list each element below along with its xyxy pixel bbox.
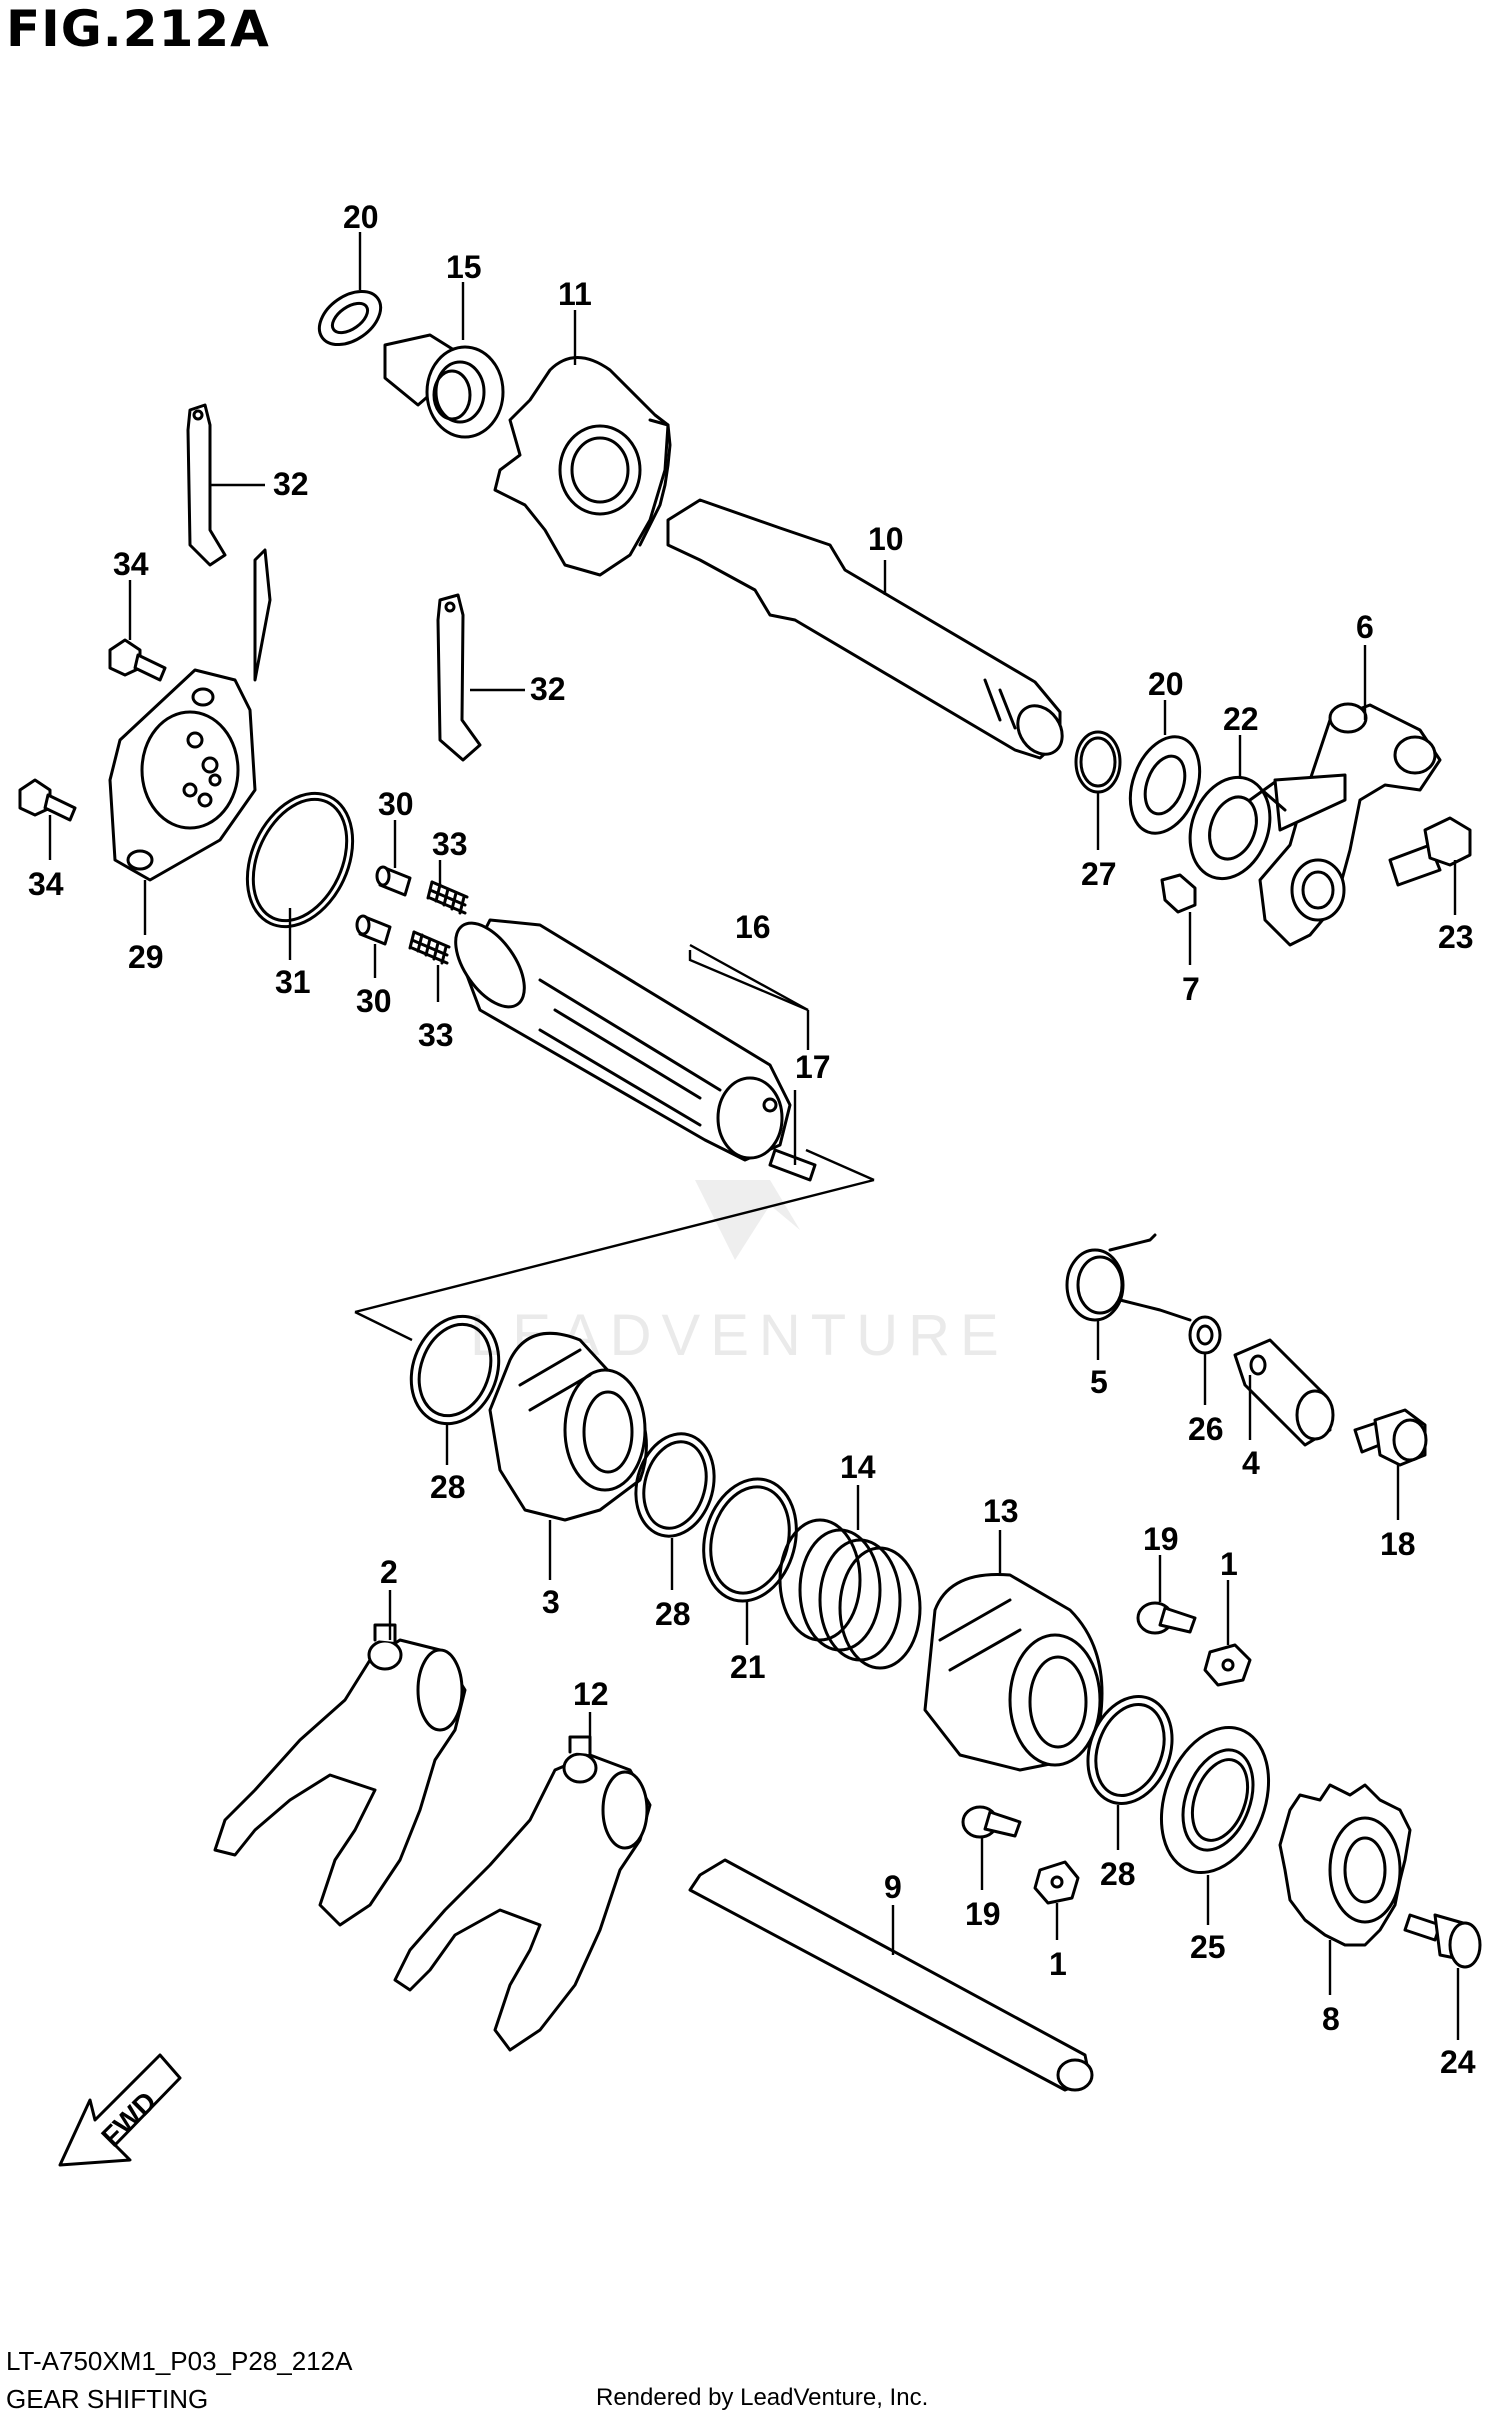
shift-fork-part-2	[213, 1623, 467, 1927]
callout-33-lower: 33	[418, 1017, 454, 1053]
circlip-part-28-left	[409, 1314, 501, 1426]
spring-part-33-lower	[408, 930, 451, 965]
cam-driven-gear-part-13	[923, 1572, 1104, 1772]
callout-7: 7	[1182, 971, 1200, 1007]
bolt-part-23	[1388, 816, 1472, 887]
model-code: LT-A750XM1_P03_P28_212A	[6, 2346, 353, 2376]
shift-shaft-part-10	[666, 498, 1064, 760]
bolt-part-34-upper	[108, 638, 167, 682]
group-guide-line-left	[354, 1310, 413, 1342]
shift-cam-part-3	[488, 1331, 648, 1522]
callout-6: 6	[1356, 609, 1374, 645]
callout-26: 26	[1188, 1411, 1224, 1447]
fork-shaft-part-9	[688, 1858, 1094, 2092]
callout-14: 14	[840, 1449, 876, 1485]
callout-1-lower: 1	[1049, 1946, 1067, 1982]
lever-part-4	[1233, 1338, 1335, 1447]
callout-labels: 20 15 11 32 34 10 32 20 22 6 34 29 31 30…	[28, 199, 1476, 2080]
nut-part-7	[1160, 873, 1197, 914]
callout-33-upper: 33	[432, 826, 468, 862]
pin-part-30-upper	[375, 865, 412, 897]
callout-8: 8	[1322, 2001, 1340, 2037]
callout-30-upper: 30	[378, 786, 414, 822]
callout-34-lower: 34	[28, 866, 64, 902]
callout-29: 29	[128, 939, 164, 975]
callout-3: 3	[542, 1584, 560, 1620]
callout-17: 17	[795, 1049, 831, 1085]
plate-part-1-lower	[1033, 1860, 1080, 1905]
washer-part-21	[702, 1477, 798, 1603]
callout-31: 31	[275, 964, 311, 1000]
callout-32-upper: 32	[273, 466, 309, 502]
bolt-part-18	[1353, 1408, 1428, 1467]
callout-18: 18	[1380, 1526, 1416, 1562]
callout-25: 25	[1190, 1929, 1226, 1965]
callout-21: 21	[730, 1649, 766, 1685]
callout-15: 15	[446, 249, 482, 285]
callout-16: 16	[735, 909, 771, 945]
pin-part-17	[768, 1148, 817, 1182]
spring-part-15	[383, 333, 505, 439]
bolt-part-34-lower	[18, 778, 77, 822]
washer-part-26	[1188, 1315, 1222, 1355]
callout-10: 10	[868, 521, 904, 557]
figure-title: FIG.212A	[6, 0, 270, 58]
callout-20-right: 20	[1148, 666, 1184, 702]
callout-27: 27	[1081, 856, 1117, 892]
breather-hose-part-32-upper	[186, 403, 227, 567]
circlip-part-28-right	[1086, 1695, 1174, 1805]
callout-4: 4	[1242, 1445, 1260, 1481]
callout-19-lower: 19	[965, 1896, 1001, 1932]
fwd-direction-arrow: FWD	[58, 2053, 182, 2167]
bolt-part-19-lower	[961, 1805, 1022, 1839]
shift-drum-part-16	[454, 918, 792, 1162]
oil-seal-part-22	[1188, 775, 1272, 881]
group-guide-line-upper	[354, 1178, 875, 1314]
callout-leader-lines	[48, 232, 1460, 2040]
pin-part-30-lower	[355, 914, 392, 946]
circlip-part-28-center	[634, 1432, 716, 1538]
callout-23: 23	[1438, 919, 1474, 955]
callout-32-lower: 32	[530, 671, 566, 707]
bolt-part-19-upper	[1136, 1601, 1197, 1635]
spring-part-33-upper	[426, 880, 469, 915]
section-name: GEAR SHIFTING	[6, 2384, 209, 2414]
callout-22: 22	[1223, 701, 1259, 737]
callout-28-left: 28	[430, 1469, 466, 1505]
callout-34-upper: 34	[113, 546, 149, 582]
washer-part-20-top	[317, 289, 383, 347]
shift-arm-part-11	[493, 356, 672, 577]
o-ring-part-31	[245, 791, 355, 929]
breather-hose-part-32-lower	[436, 593, 482, 762]
callout-28-right: 28	[1100, 1856, 1136, 1892]
callout-13: 13	[983, 1493, 1019, 1529]
plate-part-1-upper	[1203, 1643, 1252, 1687]
rendered-by-credit: Rendered by LeadVenture, Inc.	[596, 2384, 929, 2411]
callout-11: 11	[558, 276, 592, 312]
shift-cam-stopper-part-6	[1248, 702, 1442, 947]
gear-position-cover-part-29	[108, 548, 272, 882]
return-spring-part-5	[1065, 1233, 1192, 1322]
washer-part-20-right	[1128, 735, 1202, 835]
callout-28-center: 28	[655, 1596, 691, 1632]
callout-1-upper: 1	[1220, 1546, 1238, 1582]
spring-part-14	[778, 1518, 922, 1670]
bolt-part-24	[1403, 1913, 1482, 1969]
bearing-part-25	[1159, 1725, 1271, 1875]
callout-30-lower: 30	[356, 983, 392, 1019]
gear-part-8	[1278, 1783, 1412, 1947]
group-guide-line-right	[805, 1148, 875, 1182]
callout-2: 2	[380, 1554, 398, 1590]
callout-20-top: 20	[343, 199, 379, 235]
callout-5: 5	[1090, 1364, 1108, 1400]
callout-24: 24	[1440, 2044, 1476, 2080]
callout-9: 9	[884, 1869, 902, 1905]
shift-fork-part-12	[393, 1735, 652, 2052]
circlip-part-27	[1074, 730, 1122, 794]
callout-12: 12	[573, 1676, 609, 1712]
callout-19-upper: 19	[1143, 1521, 1179, 1557]
